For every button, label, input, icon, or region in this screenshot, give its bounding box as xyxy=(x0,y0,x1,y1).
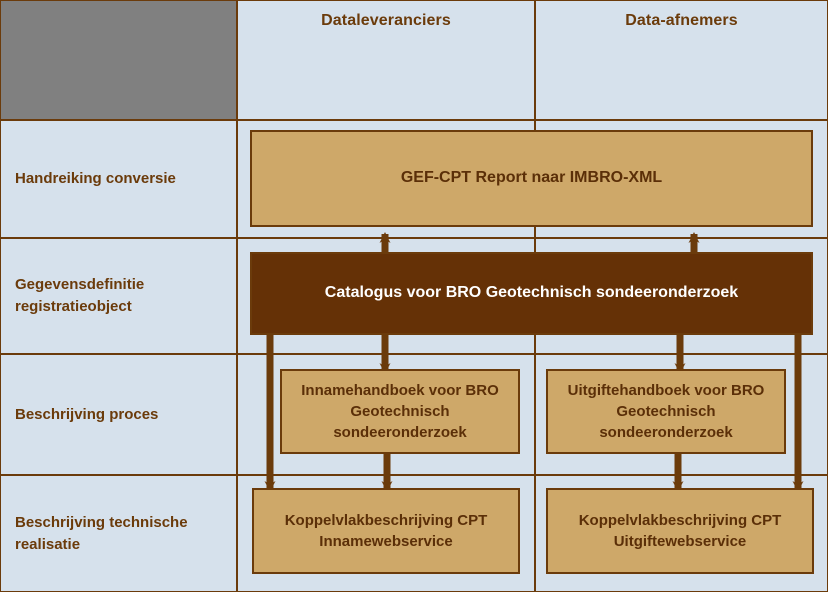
box-koppelvlakbeschrijving-cpt-innamewebservice[interactable]: Koppelvlakbeschrijving CPT Innamewebserv… xyxy=(252,488,520,574)
box-uitgiftehandboek[interactable]: Uitgiftehandboek voor BRO Geotechnisch s… xyxy=(546,369,786,454)
row-label-text: Gegevensdefinitie registratieobject xyxy=(15,276,145,315)
box-label: Catalogus voor BRO Geotechnisch sondeero… xyxy=(324,284,739,302)
box-label: Innamehandboek voor BRO Geotechnisch son… xyxy=(301,381,499,442)
grid-corner-cell xyxy=(0,0,237,120)
row-label-text: Beschrijving proces xyxy=(15,405,159,423)
row-label-text: Handreiking conversie xyxy=(15,170,176,188)
box-gef-cpt-report-naar-imbro-xml[interactable]: GEF-CPT Report naar IMBRO-XML xyxy=(250,130,813,227)
row-label-text: Beschrijving technische realisatie xyxy=(15,513,188,553)
box-catalogus-bro-geotechnisch-sondeeronderzoek[interactable]: Catalogus voor BRO Geotechnisch sondeero… xyxy=(250,252,813,335)
box-label: GEF-CPT Report naar IMBRO-XML xyxy=(400,169,663,187)
box-label: Uitgiftehandboek voor BRO Geotechnisch s… xyxy=(567,381,765,442)
row-label-handreiking-conversie: Handreiking conversie xyxy=(0,120,237,238)
row-label-beschrijving-proces: Beschrijving proces xyxy=(0,354,237,475)
box-innamehandboek[interactable]: Innamehandboek voor BRO Geotechnisch son… xyxy=(280,369,520,454)
row-label-beschrijving-technische-realisatie: Beschrijving technische realisatie xyxy=(0,475,237,592)
row-label-gegevensdefinitie-registratieobject: Gegevensdefinitie registratieobject xyxy=(0,238,237,354)
box-koppelvlakbeschrijving-cpt-uitgiftewebservice[interactable]: Koppelvlakbeschrijving CPT Uitgiftewebse… xyxy=(546,488,814,574)
box-label: Koppelvlakbeschrijving CPT Uitgiftewebse… xyxy=(578,511,782,550)
column-header-label: Data-afnemers xyxy=(625,12,738,29)
box-label: Koppelvlakbeschrijving CPT Innamewebserv… xyxy=(284,511,488,550)
column-header-label: Dataleveranciers xyxy=(321,12,451,29)
column-header-data-afnemers: Data-afnemers xyxy=(535,0,828,120)
column-header-dataleveranciers: Dataleveranciers xyxy=(237,0,535,120)
